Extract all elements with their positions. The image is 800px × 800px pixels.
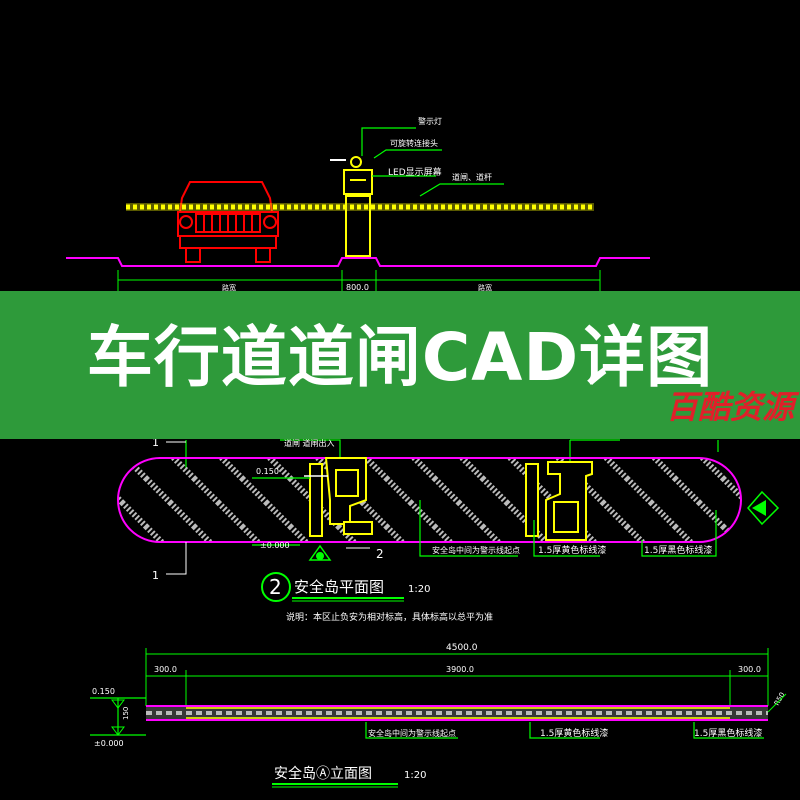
island-section: 4500.0 300.0 3900.0 300.0 0.150 ±0.000 1… bbox=[90, 643, 787, 788]
plan-top-callout: 道闸 道闸出入 bbox=[284, 438, 335, 448]
plan-level-top: 0.150 bbox=[256, 467, 279, 476]
level-mark-bottom-icon bbox=[111, 726, 125, 736]
label-lane-left: 路宽 bbox=[222, 283, 236, 292]
section-mark-2: 2 bbox=[376, 547, 384, 561]
plan-title: 安全岛平面图 bbox=[294, 578, 384, 596]
watermark: 百酷资源 bbox=[665, 388, 794, 426]
label-pole-joint: 可旋转连接头 bbox=[390, 138, 438, 148]
elevation-dimension bbox=[117, 270, 601, 291]
gate-housing-right bbox=[525, 461, 593, 541]
section-mark-2-icon bbox=[308, 544, 332, 561]
section-leader-black: 1.5厚黑色标线漆 bbox=[694, 727, 762, 739]
section-leader-yellow: 1.5厚黄色标线漆 bbox=[540, 727, 608, 739]
island-outline bbox=[117, 457, 742, 543]
label-led-screen: LED显示屏幕 bbox=[388, 166, 442, 178]
ground-line bbox=[66, 257, 650, 267]
section-middle: 3900.0 bbox=[446, 665, 474, 674]
label-lane-right: 路宽 bbox=[478, 283, 492, 292]
title-banner: 车行道道闸CAD详图 百酷资源 bbox=[0, 291, 800, 439]
plan-title-number: 2 bbox=[269, 575, 282, 599]
gate-head bbox=[343, 169, 373, 195]
section-level-top: 0.150 bbox=[92, 687, 115, 696]
gate-housing-left bbox=[309, 457, 373, 537]
plan-note: 说明：本区止负安为相对标高，具体标高以总平为准 bbox=[286, 611, 493, 623]
label-warning-light: 警示灯 bbox=[418, 116, 442, 126]
section-total-length: 4500.0 bbox=[446, 643, 478, 653]
gate-elevation: 警示灯 可旋转连接头 LED显示屏幕 道闸、道杆 路宽 800.0 路宽 bbox=[66, 116, 650, 292]
plan-leader-yellow: 1.5厚黄色标线漆 bbox=[538, 544, 606, 556]
label-barrier-arm: 道闸、道杆 bbox=[452, 172, 492, 182]
section-mark-1-bottom: 1 bbox=[152, 569, 159, 582]
label-gate-width: 800.0 bbox=[346, 283, 369, 292]
island-plan: 道闸 道闸出入 1 0.150 ±0.000 1 bbox=[117, 436, 780, 623]
plan-leader-center: 安全岛中间为警示线起点 bbox=[432, 545, 520, 555]
banner-title: 车行道道闸CAD详图 bbox=[86, 319, 714, 396]
plan-level-bottom: ±0.000 bbox=[260, 541, 290, 550]
plan-leader-black: 1.5厚黑色标线漆 bbox=[644, 544, 712, 556]
section-left-end: 300.0 bbox=[154, 665, 177, 674]
section-right-end: 300.0 bbox=[738, 665, 761, 674]
level-mark-top-icon bbox=[111, 699, 125, 709]
section-mark-1-top: 1 bbox=[152, 436, 159, 449]
warning-light-icon bbox=[350, 156, 362, 168]
section-arrow-right-icon bbox=[747, 490, 780, 526]
elevation-leaders bbox=[361, 127, 504, 197]
section-level-bottom: ±0.000 bbox=[94, 739, 124, 748]
section-leader-center: 安全岛中间为警示线起点 bbox=[368, 728, 456, 738]
car-icon bbox=[177, 181, 279, 263]
section-height: 150 bbox=[122, 707, 130, 720]
gate-post bbox=[345, 195, 371, 257]
plan-scale: 1:20 bbox=[408, 584, 430, 595]
section-scale: 1:20 bbox=[404, 770, 426, 781]
section-title: 安全岛Ⓐ立面图 bbox=[274, 765, 372, 782]
plan-title-circle bbox=[261, 572, 291, 602]
